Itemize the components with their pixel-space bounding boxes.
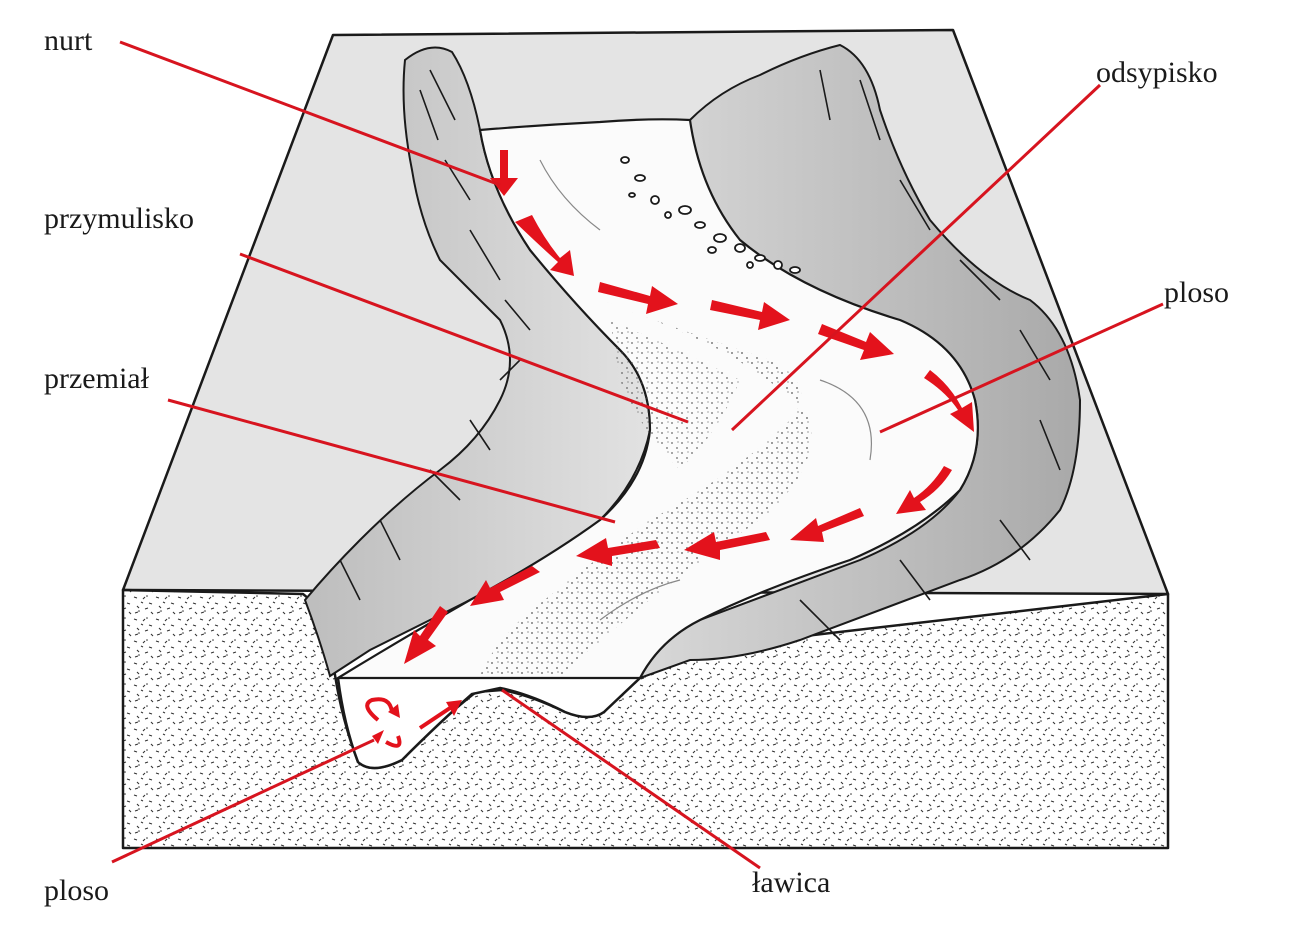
eddy-arrowheads — [372, 700, 462, 744]
leader-odsypisko — [730, 83, 1102, 432]
bar-stipple-upper — [610, 320, 740, 470]
leader-przymulisko — [239, 252, 689, 424]
leader-ploso-right — [879, 302, 1164, 434]
gravel-pebbles — [620, 156, 801, 274]
leader-ploso-bottom — [111, 738, 375, 864]
leader-lawica — [501, 688, 761, 870]
label-odsypisko: odsypisko — [1096, 56, 1218, 89]
leader-przemial — [167, 398, 616, 524]
label-nurt: nurt — [44, 24, 93, 57]
eddy-arrows — [365, 697, 452, 748]
leader-lines — [111, 40, 1164, 870]
rock-texture — [339, 69, 1061, 641]
leader-nurt — [119, 40, 501, 187]
label-ploso-right: ploso — [1164, 276, 1230, 309]
label-ploso-bottom: ploso — [44, 874, 110, 907]
label-lawica: ławica — [752, 866, 831, 899]
current-lines — [539, 159, 872, 621]
label-przymulisko: przymulisko — [44, 202, 194, 235]
label-przemial: przemiał — [44, 362, 149, 395]
point-bar-deposit — [480, 300, 812, 676]
